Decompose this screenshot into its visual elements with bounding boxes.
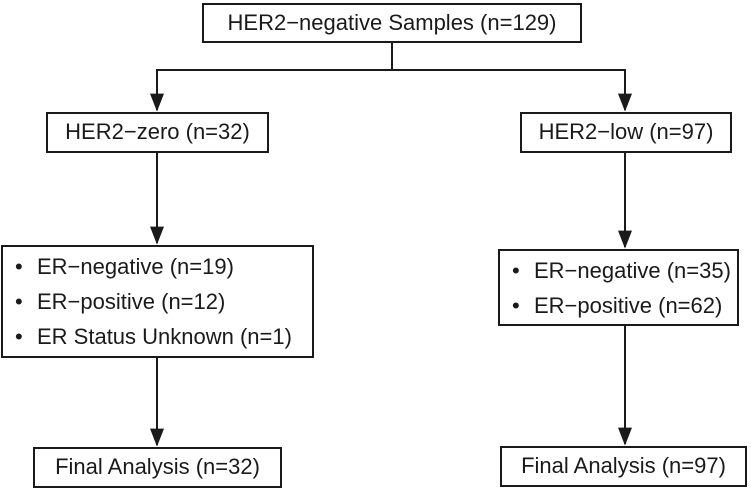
flow-node-her2-zero: HER2−zero (n=32) <box>46 112 269 153</box>
flow-node-label: Final Analysis (n=32) <box>55 454 260 480</box>
flow-node-label: HER2−negative Samples (n=129) <box>227 9 557 35</box>
list-item: • ER−positive (n=12) <box>15 284 225 319</box>
bullet-icon: • <box>15 254 23 279</box>
bullet-icon: • <box>15 324 23 349</box>
flow-node-her2-negative-samples: HER2−negative Samples (n=129) <box>202 3 582 43</box>
list-item-label: ER Status Unknown (n=1) <box>37 324 292 349</box>
bullet-icon: • <box>512 292 520 318</box>
flow-node-her2-low: HER2−low (n=97) <box>520 112 732 153</box>
list-item: • ER Status Unknown (n=1) <box>15 319 292 354</box>
list-item: • ER−positive (n=62) <box>512 288 722 323</box>
flow-node-her2-low-er-status: • ER−negative (n=35) • ER−positive (n=62… <box>498 249 739 326</box>
bullet-icon: • <box>512 257 520 283</box>
bullet-icon: • <box>15 289 23 314</box>
flow-node-label: HER2−zero (n=32) <box>65 119 250 145</box>
flow-node-label: HER2−low (n=97) <box>538 119 714 145</box>
flow-node-label: Final Analysis (n=97) <box>521 453 726 479</box>
list-item-label: ER−positive (n=62) <box>534 292 723 318</box>
list-item-label: ER−negative (n=19) <box>37 254 234 279</box>
list-item: • ER−negative (n=19) <box>15 249 234 284</box>
flow-node-her2-zero-er-status: • ER−negative (n=19) • ER−positive (n=12… <box>1 245 314 358</box>
flow-node-final-analysis-zero: Final Analysis (n=32) <box>33 447 282 488</box>
list-item-label: ER−positive (n=12) <box>37 289 226 314</box>
list-item: • ER−negative (n=35) <box>512 253 731 288</box>
list-item-label: ER−negative (n=35) <box>534 257 731 283</box>
flow-node-final-analysis-low: Final Analysis (n=97) <box>500 446 747 487</box>
